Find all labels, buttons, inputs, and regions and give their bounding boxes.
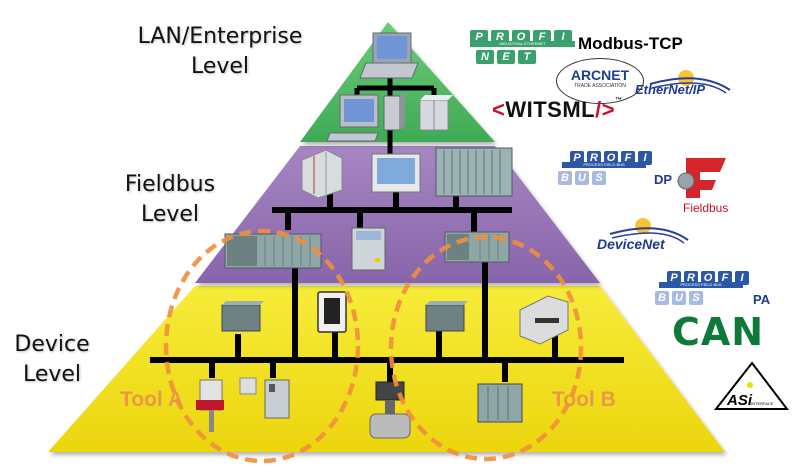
fieldbus-foundation-logo: Fieldbus <box>683 201 728 215</box>
asi-logo: ASi INTERFACE <box>713 361 790 410</box>
profibus-tile: P <box>570 151 584 165</box>
compact-plc-a-icon <box>221 301 264 332</box>
profinet-tile: R <box>491 30 509 44</box>
desktop-pc-icon <box>326 94 379 142</box>
profibus-tile: P <box>667 271 681 285</box>
witsml-logo: <WITSML/>™ <box>492 97 623 123</box>
profibus-tile: U <box>672 291 686 305</box>
profibus-pa-suffix: PA <box>753 292 771 307</box>
profibus-tile: I <box>735 271 749 285</box>
profibus-tile: B <box>558 171 572 185</box>
profibus-dp-band: PROCESS FIELD BUS <box>562 162 646 168</box>
device-level-label-line2: Level <box>22 362 82 387</box>
witsml-label: WITSML <box>505 97 596 122</box>
devicenet-logo: DeviceNet <box>597 236 665 252</box>
modbus-tcp-logo: Modbus-TCP <box>578 34 683 53</box>
tool-a-label: Tool A <box>120 388 183 411</box>
arcnet-label: ARCNET <box>570 67 630 83</box>
rack-servers-icon <box>419 95 453 131</box>
profibus-tile: F <box>621 151 635 165</box>
fieldbus-level-label: Fieldbus Level <box>120 170 220 230</box>
witsml-open-bracket: < <box>492 97 506 122</box>
operator-keypad-icon <box>351 227 386 271</box>
tool-a-boundary <box>163 228 361 464</box>
tower-server-icon <box>383 92 405 131</box>
profinet-tile: I <box>554 30 572 44</box>
profibus-tile: O <box>604 151 618 165</box>
profinet-tile: P <box>470 30 488 44</box>
tool-b-boundary <box>388 234 584 462</box>
profibus-tile: U <box>575 171 589 185</box>
profinet-tile: E <box>497 50 515 64</box>
device-level-label: Device Level <box>12 330 92 390</box>
fieldbus-level-label-line1: Fieldbus <box>124 172 216 197</box>
arcnet-logo: ARCNET TRADE ASSOCIATION <box>556 58 644 104</box>
fieldbus-bus <box>272 190 512 360</box>
profinet-tile: O <box>512 30 530 44</box>
svg-text:ASi: ASi <box>726 392 753 409</box>
tool-b-label: Tool B <box>552 388 616 411</box>
ethernetip-swoosh-icon <box>649 70 731 94</box>
profibus-tile: S <box>689 291 703 305</box>
motor-starter-icon <box>239 377 290 419</box>
profinet-tile: F <box>533 30 551 44</box>
svg-text:INTERFACE: INTERFACE <box>751 401 774 406</box>
profibus-tile: F <box>718 271 732 285</box>
profibus-tile: S <box>592 171 606 185</box>
fieldbus-level-label-line2: Level <box>140 202 200 227</box>
plc-rack-left-icon <box>224 233 322 269</box>
lan-level-label-line1: LAN/Enterprise <box>137 24 303 49</box>
fieldbus-foundation-label: Fieldbus <box>683 201 729 215</box>
arcnet-sub: TRADE ASSOCIATION <box>574 83 626 89</box>
fieldbus-foundation-logo-icon <box>677 158 726 198</box>
actuator-valve-a-icon <box>196 379 224 432</box>
large-plc-rack-icon <box>435 147 513 197</box>
hmi-panel-icon <box>371 153 421 193</box>
profibus-pa-band: PROCESS FIELD BUS <box>659 282 743 288</box>
frequency-drive-icon <box>317 291 347 333</box>
lan-level-label: LAN/Enterprise Level <box>135 22 305 82</box>
profinet-tile: N <box>476 50 494 64</box>
ethernetip-logo: EtherNet/IP <box>635 82 706 97</box>
profibus-dp-suffix: DP <box>654 172 673 187</box>
can-logo: CAN <box>672 310 765 354</box>
lan-level-label-line2: Level <box>190 54 250 79</box>
io-terminal-icon <box>519 295 569 345</box>
device-bus <box>150 330 624 382</box>
profibus-tile: R <box>587 151 601 165</box>
witsml-trademark: ™ <box>615 97 623 104</box>
compact-plc-b-icon <box>425 301 468 332</box>
control-valve-icon <box>369 381 411 439</box>
profibus-tile: I <box>638 151 652 165</box>
profibus-tile: O <box>701 271 715 285</box>
profibus-tile: R <box>684 271 698 285</box>
profibus-tile: B <box>655 291 669 305</box>
profinet-tile: T <box>518 50 536 64</box>
profinet-band: INDUSTRIAL ETHERNET <box>470 41 575 47</box>
devicenet-swoosh-icon <box>609 218 689 244</box>
witsml-close-bracket: /> <box>595 97 616 122</box>
modular-plc-icon <box>301 149 343 199</box>
remote-io-rack-icon <box>477 383 523 423</box>
device-level-label-line1: Device <box>14 332 90 357</box>
laptop-icon <box>359 32 419 79</box>
